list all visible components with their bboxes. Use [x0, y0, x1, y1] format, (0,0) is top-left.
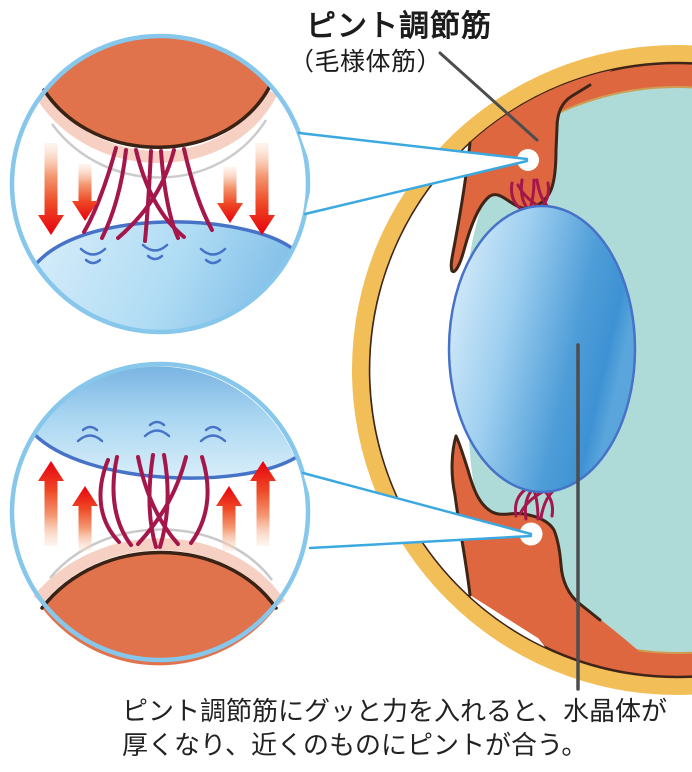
ciliary-body-bottom-outline	[450, 434, 602, 622]
inset-bottom-fibers	[98, 453, 210, 549]
red-arrow-down-icon	[249, 143, 275, 235]
eye-cross-section	[352, 45, 692, 695]
inset-bottom-ring	[9, 361, 311, 663]
inset-bottom-lens-edge	[32, 432, 297, 480]
caption-line-1: ピント調節筋にグッと力を入れると、水晶体が	[122, 697, 667, 727]
inset-bottom-muscle	[42, 552, 276, 666]
inset-top-membrane-arc	[50, 119, 268, 179]
callout-line	[301, 471, 533, 536]
callout-line	[308, 534, 533, 550]
callout-line	[303, 159, 529, 216]
inset-bottom-ciliary	[9, 361, 311, 666]
red-arrow-up-icon	[72, 486, 98, 551]
inset-top-lens-edge	[34, 220, 295, 266]
red-arrow-down-icon	[72, 164, 98, 221]
lens	[447, 204, 637, 494]
ciliary-body-bottom	[452, 436, 640, 652]
title-pointer-line	[438, 51, 539, 142]
inset-bottom-red-arrows-up	[38, 461, 276, 551]
inset-top-fibers	[82, 146, 214, 243]
caption-line-2: 厚くなり、近くのものにピントが合う。	[122, 731, 588, 761]
inset-top-muscle-outline	[42, 84, 272, 149]
inset-top-ciliary	[9, 33, 311, 335]
inset-bottom-muscle-outline	[40, 550, 278, 610]
page-subtitle: （毛様体筋）	[289, 47, 443, 76]
page-title: ピント調節筋	[306, 9, 492, 44]
inset-bottom-lens	[34, 366, 295, 479]
inset-top-muscle	[44, 35, 270, 148]
marker-dot-top	[517, 149, 539, 171]
red-arrow-up-icon	[250, 461, 276, 546]
inset-bottom-wave-marks	[76, 420, 227, 443]
callout-line	[297, 131, 529, 161]
inset-top-red-arrows-down	[38, 143, 275, 235]
red-arrow-up-icon	[38, 461, 64, 546]
callout-wedge-bottom	[301, 471, 533, 550]
callout-wedge-top	[297, 131, 529, 216]
inset-top-lens	[36, 221, 293, 332]
caption: ピント調節筋にグッと力を入れると、水晶体が 厚くなり、近くのものにピントが合う。	[122, 695, 667, 763]
red-arrow-down-icon	[217, 167, 243, 223]
red-arrow-up-icon	[216, 486, 242, 551]
ciliary-body-top-outline	[449, 83, 592, 274]
ciliary-body-top	[451, 70, 612, 272]
inset-top-wave-marks	[79, 243, 227, 265]
red-arrow-down-icon	[38, 143, 64, 235]
callout-wedge-bottom-fill	[303, 473, 530, 548]
inset-top-ring	[9, 33, 311, 335]
